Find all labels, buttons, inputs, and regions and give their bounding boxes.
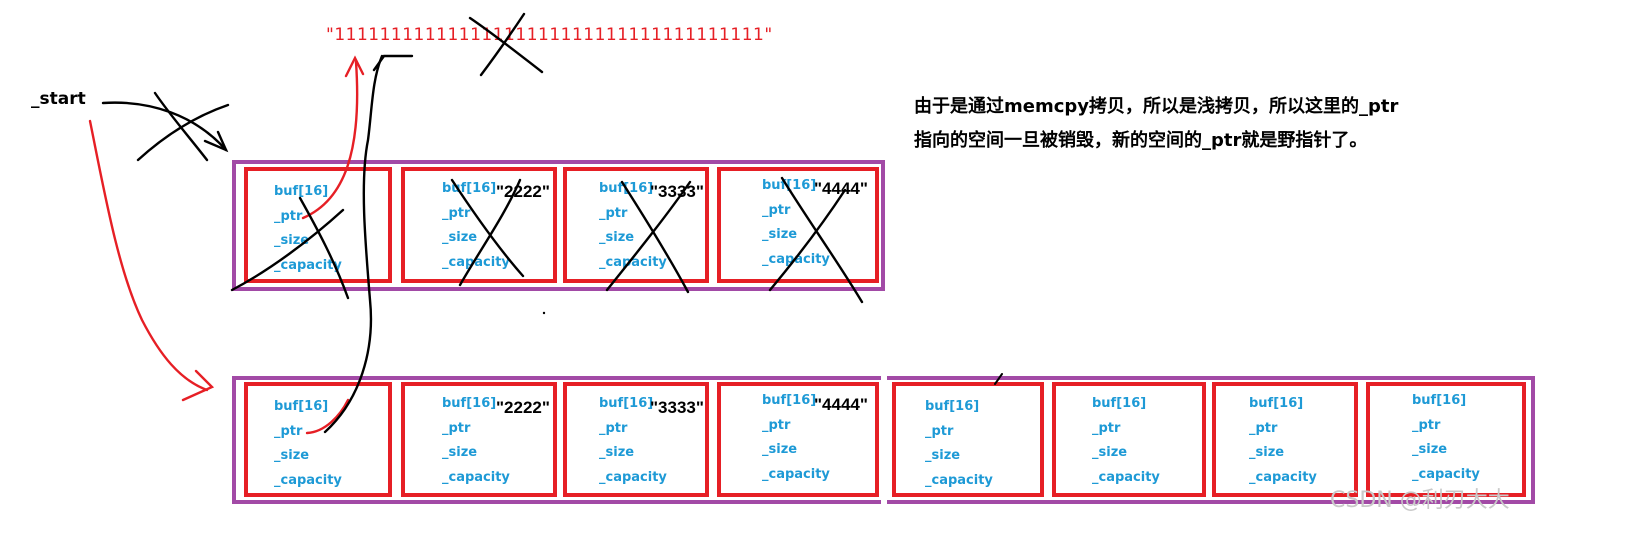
start-arrow-strike — [136, 91, 230, 162]
old-element-3-field-ptr: _ptr — [599, 205, 628, 221]
new-array-divider — [881, 376, 887, 504]
start-to-new-arrowhead — [181, 369, 215, 402]
new-element-2-field-ptr: _ptr — [442, 420, 471, 436]
new-element-6-field-size: _size — [1092, 445, 1128, 460]
new-element-2-value: "2222" — [496, 398, 550, 417]
new-ptr-arrowhead — [372, 54, 414, 72]
old-element-2-value: "2222" — [496, 182, 550, 201]
new-element-8-field-capacity: _capacity — [1412, 466, 1480, 482]
old-element-2-field-size: _size — [442, 230, 478, 245]
new-element-4-value: "4444" — [814, 395, 868, 414]
new-element-5-field-capacity: _capacity — [925, 472, 993, 488]
new-element-4-field-capacity: _capacity — [762, 466, 830, 482]
new-element-7 — [1212, 382, 1358, 497]
stray-dot — [542, 311, 546, 315]
start-to-old-arrowhead — [203, 130, 229, 153]
note-line-1: 由于是通过memcpy拷贝，所以是浅拷贝，所以这里的_ptr — [914, 96, 1399, 117]
new-element-4-field-ptr: _ptr — [762, 417, 791, 433]
new-element-5-field-buf: buf[16] — [925, 399, 980, 414]
old-element-4-value: "4444" — [814, 179, 868, 198]
new-element-8-field-ptr: _ptr — [1412, 417, 1441, 433]
old-element-2-field-buf: buf[16] — [442, 181, 497, 196]
old-element-3-field-size: _size — [599, 230, 635, 245]
new-element-7-field-capacity: _capacity — [1249, 469, 1317, 485]
new-element-4 — [717, 382, 879, 497]
old-element-1-field-capacity: _capacity — [274, 257, 342, 273]
old-element-3-field-capacity: _capacity — [599, 254, 667, 270]
new-element-3 — [563, 382, 709, 497]
old-element-1-field-buf: buf[16] — [274, 184, 329, 199]
new-element-1-field-size: _size — [274, 448, 310, 463]
new-element-8-field-size: _size — [1412, 442, 1448, 457]
heap-string: "11111111111111111111111111111111111111" — [326, 25, 773, 45]
new-element-7-field-buf: buf[16] — [1249, 396, 1304, 411]
new-element-1 — [244, 382, 392, 497]
new-element-1-field-buf: buf[16] — [274, 399, 329, 414]
new-element-2-field-buf: buf[16] — [442, 396, 497, 411]
new-element-4-field-buf: buf[16] — [762, 393, 817, 408]
new-element-8-field-buf: buf[16] — [1412, 393, 1467, 408]
new-element-3-field-capacity: _capacity — [599, 469, 667, 485]
new-element-7-field-size: _size — [1249, 445, 1285, 460]
old-element-2-field-ptr: _ptr — [442, 205, 471, 221]
new-element-7-field-ptr: _ptr — [1249, 420, 1278, 436]
old-element-3-field-buf: buf[16] — [599, 181, 654, 196]
old-element-2-field-capacity: _capacity — [442, 254, 510, 270]
old-element-1-field-size: _size — [274, 233, 310, 248]
new-element-5-field-ptr: _ptr — [925, 423, 954, 439]
new-element-2-field-capacity: _capacity — [442, 469, 510, 485]
new-element-6-field-capacity: _capacity — [1092, 469, 1160, 485]
new-element-5 — [892, 382, 1044, 497]
new-element-4-field-size: _size — [762, 442, 798, 457]
note-line-2: 指向的空间一旦被销毁，新的空间的_ptr就是野指针了。 — [914, 130, 1368, 151]
old-element-4-field-capacity: _capacity — [762, 251, 830, 267]
start-label: _start — [31, 89, 86, 109]
old-element-3-value: "3333" — [650, 182, 704, 201]
new-element-5-field-size: _size — [925, 448, 961, 463]
new-element-3-field-buf: buf[16] — [599, 396, 654, 411]
new-element-6-field-buf: buf[16] — [1092, 396, 1147, 411]
new-element-3-field-size: _size — [599, 445, 635, 460]
old-ptr-arrowhead — [344, 55, 365, 78]
old-element-4-field-ptr: _ptr — [762, 202, 791, 218]
old-element-4-field-buf: buf[16] — [762, 178, 817, 193]
new-element-1-field-capacity: _capacity — [274, 472, 342, 488]
start-to-old-arrow — [101, 101, 228, 152]
old-element-4-field-size: _size — [762, 227, 798, 242]
new-element-1-field-ptr: _ptr — [274, 423, 303, 439]
watermark: CSDN @利刃大大 — [1330, 488, 1510, 513]
new-element-3-value: "3333" — [650, 398, 704, 417]
start-to-new-arrow — [88, 119, 209, 392]
new-element-6-field-ptr: _ptr — [1092, 420, 1121, 436]
new-element-2 — [401, 382, 557, 497]
new-element-8 — [1366, 382, 1526, 497]
new-element-2-field-size: _size — [442, 445, 478, 460]
old-element-1-field-ptr: _ptr — [274, 208, 303, 224]
new-element-3-field-ptr: _ptr — [599, 420, 628, 436]
new-element-6 — [1052, 382, 1206, 497]
